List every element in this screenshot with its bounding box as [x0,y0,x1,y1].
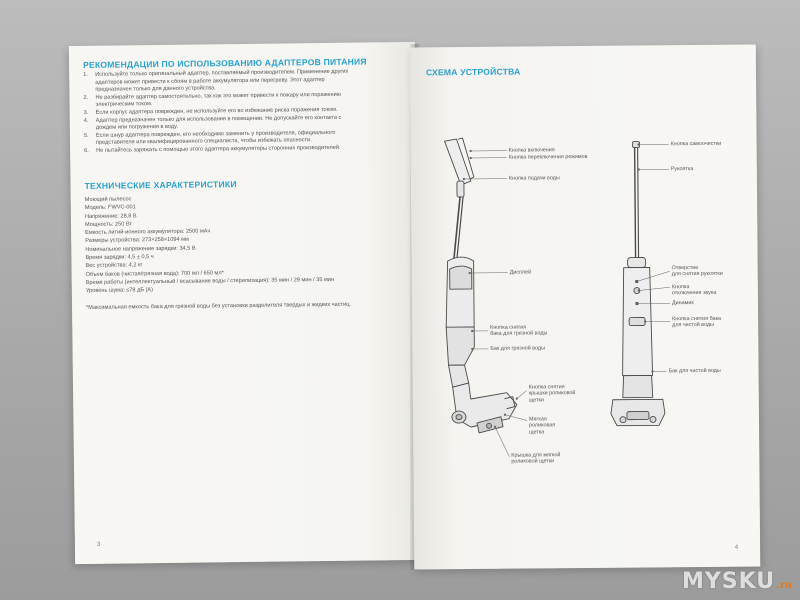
label-clean-tank-release: Кнопка снятия бака для чистой воды [672,315,722,329]
label-speaker: Динамик [671,300,694,307]
specs-heading: ТЕХНИЧЕСКИЕ ХАРАКТЕРИСТИКИ [84,179,237,191]
label-power-button: Кнопка включения [508,147,555,154]
adapter-recommendations-heading: РЕКОМЕНДАЦИИ ПО ИСПОЛЬЗОВАНИЮ АДАПТЕРОВ … [83,56,367,70]
device-diagram [444,137,671,457]
adapter-rules-list: 1.Используйте только оригинальный адапте… [83,69,349,156]
label-handle-release-hole: Отверстие для снятия рукоятки [671,265,723,278]
page-number: 3 [96,541,101,548]
footnote: *Максимальная емкость бака для грязной в… [86,301,352,311]
watermark-suffix: .ru [776,580,792,591]
right-page: СХЕМА УСТРОЙСТВА [409,44,761,570]
label-dirty-tank-release: Кнопка снятия бака для грязной воды [490,324,548,338]
label-water-button: Кнопка подачи воды [508,175,560,182]
label-display: Дисплей [509,269,532,276]
label-soft-roller-cover: Крышка для мягкой роликовой щетки [511,452,561,466]
label-mute-button: Кнопка отключения звука [671,284,717,297]
label-clean-tank: Бак для чистой воды [668,367,721,375]
watermark-logo: MYSKU .ru [682,569,792,594]
rule-item: 1.Используйте только оригинальный адапте… [83,68,349,93]
label-dirty-tank: Бак для грязной воды [490,345,545,352]
specs-list: Моющий пылесос Модель: FWVC-001 Напряжен… [85,194,335,297]
label-mode-button: Кнопка переключения режимов [508,153,588,161]
label-self-clean-button: Кнопка самоочистки [670,140,722,148]
left-page: РЕКОМЕНДАЦИИ ПО ИСПОЛЬЗОВАНИЮ АДАПТЕРОВ … [68,41,422,565]
label-soft-roller: Мягкая роликовая щетка [528,416,556,436]
label-handle: Рукоятка [670,166,694,173]
spec-line: Уровень шума: ≤78 дБ (А) [85,287,154,295]
watermark-text: MYSKU [681,569,776,594]
page-number: 4 [734,544,739,551]
label-roller-cover-release: Кнопка снятия крышки роликовой щетки [528,384,576,404]
